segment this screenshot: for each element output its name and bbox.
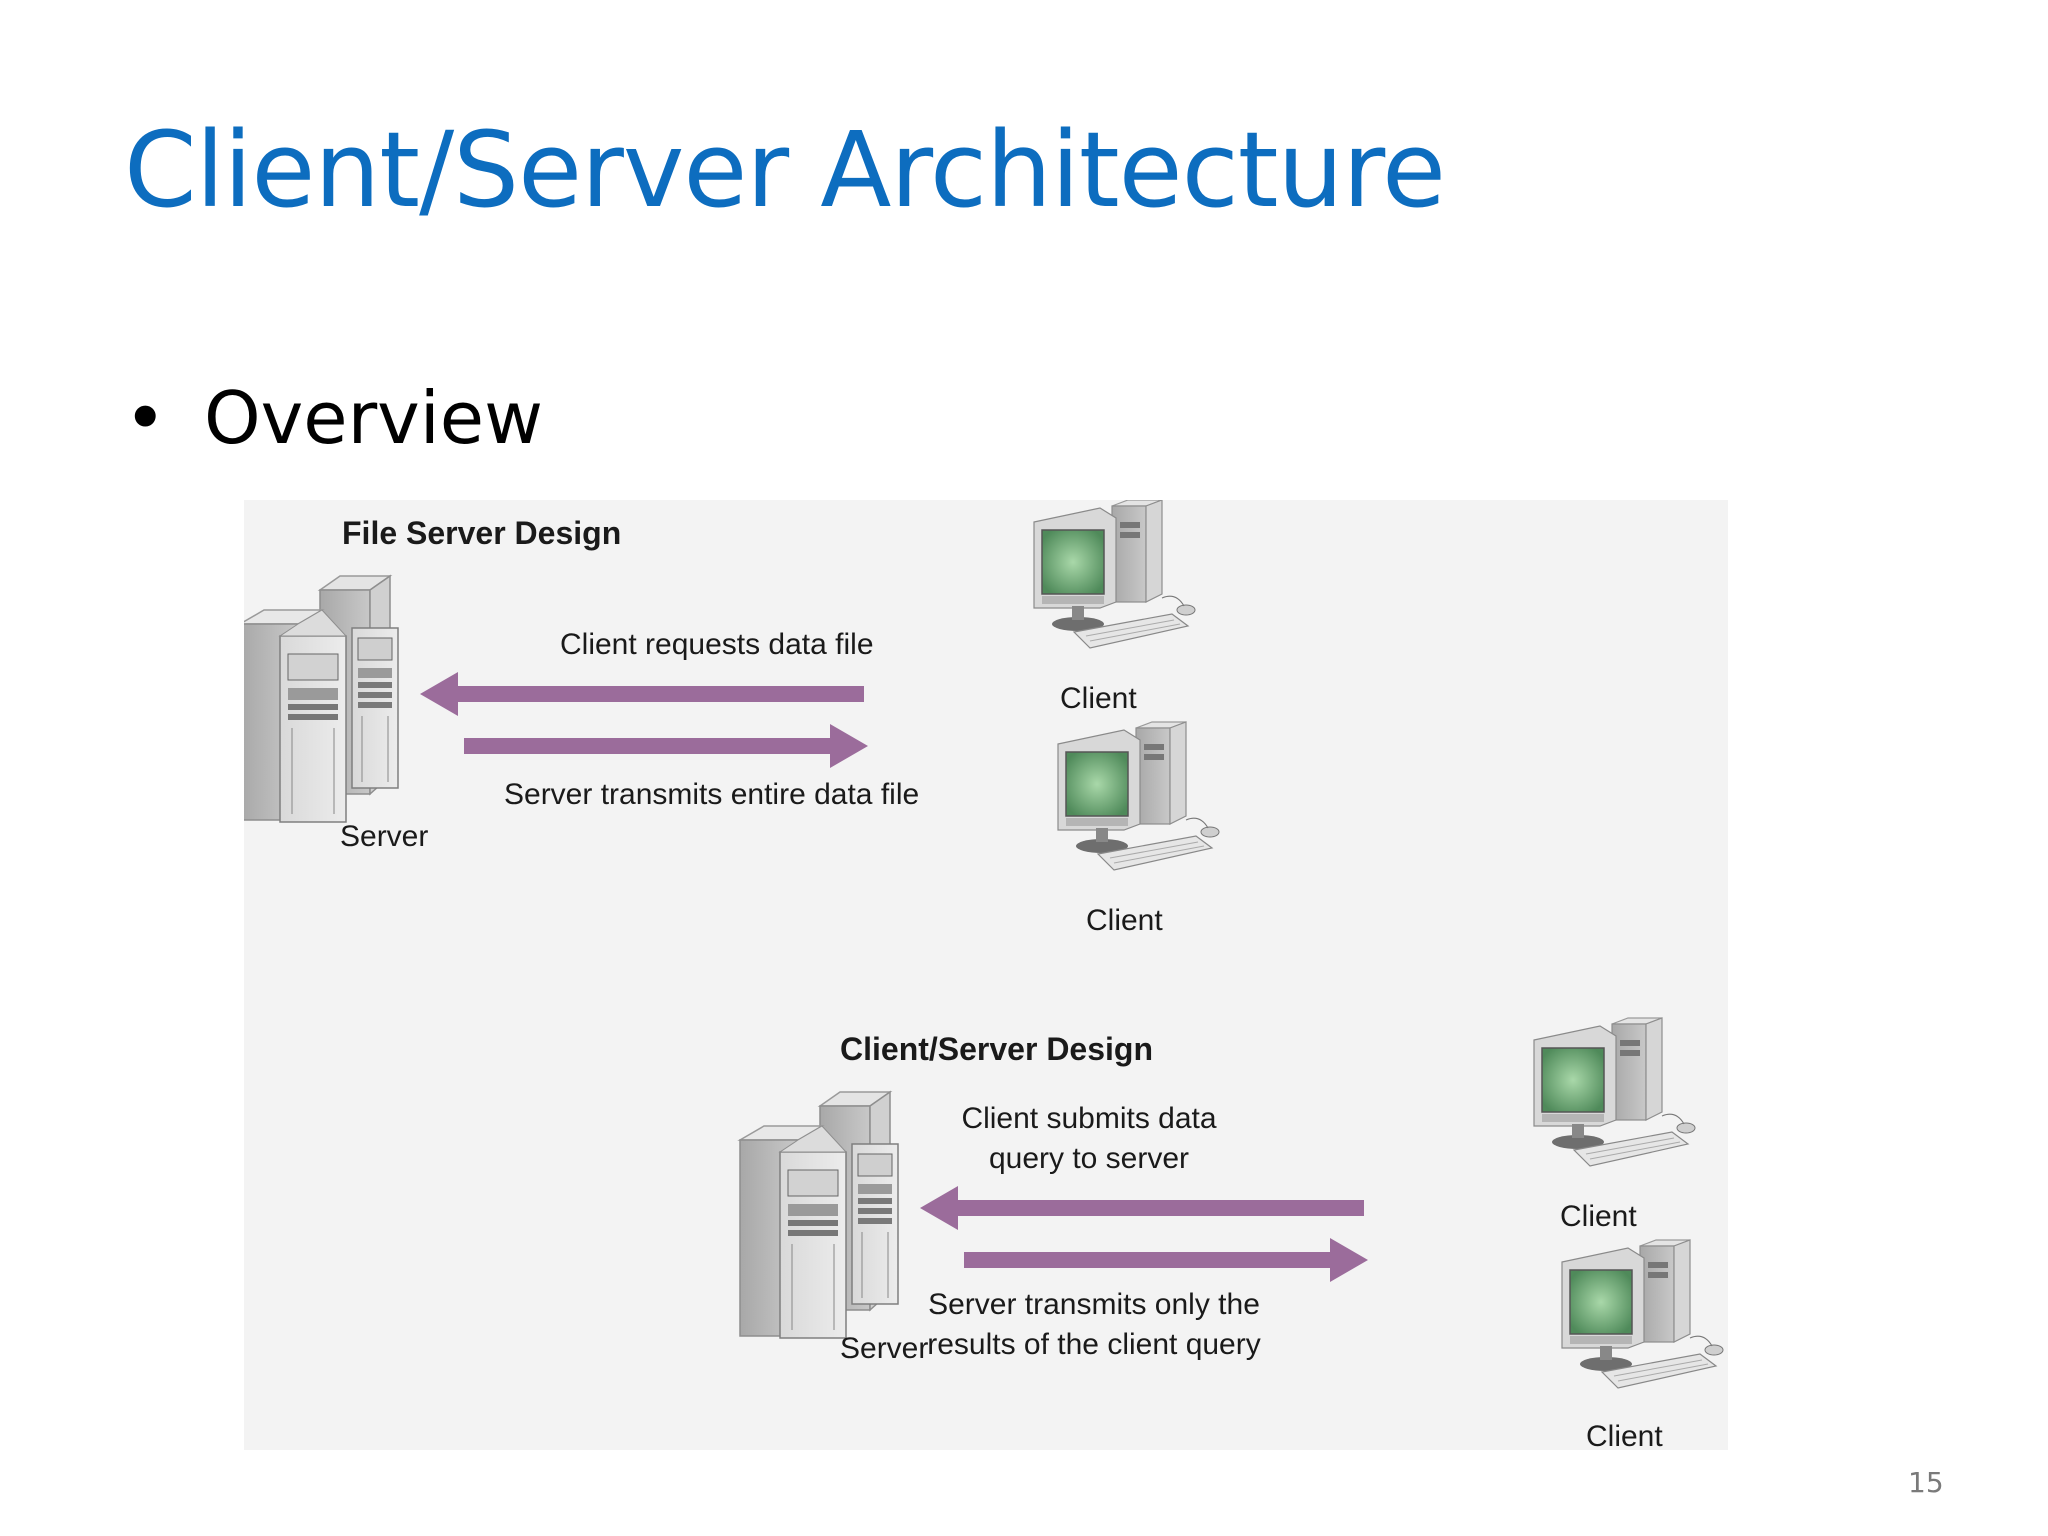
bullet-text: Overview (204, 376, 543, 460)
cs-server-label: Server (840, 1332, 928, 1365)
file-response-label: Server transmits entire data file (504, 778, 919, 811)
architecture-diagram: File Server Design Server Client request… (244, 500, 1728, 1450)
arrow-right-icon (464, 724, 868, 768)
computer-icon (1033, 500, 1196, 649)
cs-request-line-2: query to server (989, 1142, 1189, 1175)
bullet-item: •Overview (124, 382, 543, 454)
file-client-label-1: Client (1060, 682, 1137, 715)
file-server-design-heading: File Server Design (342, 515, 621, 551)
file-server-label: Server (340, 820, 428, 853)
cs-server-icon (739, 1091, 899, 1339)
cs-client-label-1: Client (1560, 1200, 1637, 1233)
arrow-left-icon (420, 672, 864, 716)
client-server-design-heading: Client/Server Design (840, 1031, 1153, 1067)
computer-icon (1533, 1017, 1696, 1167)
file-request-label: Client requests data file (560, 628, 874, 661)
diagram-canvas: File Server Design Server Client request… (244, 500, 1724, 1450)
arrow-left-icon (920, 1186, 1364, 1230)
file-client-label-2: Client (1086, 904, 1163, 937)
computer-icon (1057, 721, 1220, 871)
cs-response-line-1: Server transmits only the (928, 1288, 1260, 1321)
bullet-dot: • (124, 376, 167, 460)
slide-title: Client/Server Architecture (124, 109, 1446, 231)
file-server-icon (244, 575, 399, 823)
cs-request-line-1: Client submits data (961, 1102, 1216, 1135)
cs-response-line-2: results of the client query (927, 1328, 1261, 1361)
cs-client-label-2: Client (1586, 1420, 1663, 1450)
arrow-right-icon (964, 1238, 1368, 1282)
page-number: 15 (1908, 1466, 1944, 1499)
computer-icon (1561, 1239, 1724, 1389)
